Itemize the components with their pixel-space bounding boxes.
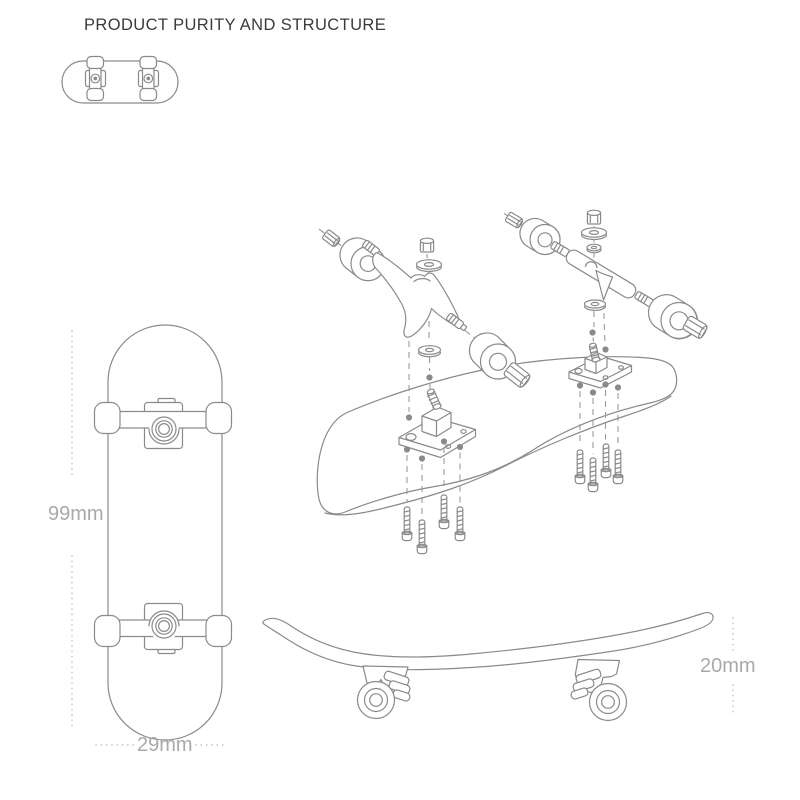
side-rear-truck [570, 658, 628, 722]
axle-nut-icon [322, 229, 341, 247]
wheel [339, 237, 386, 282]
side-front-truck [356, 665, 411, 720]
side-view-figure [262, 612, 714, 722]
height-dimension-label: 20mm [700, 655, 756, 677]
wheel [93, 614, 121, 648]
exploded-deck [316, 356, 678, 515]
axle-nut-icon [504, 211, 524, 229]
wheel [588, 682, 628, 722]
axle-hex-icon [682, 315, 708, 339]
rear-baseplate [568, 342, 633, 389]
truck-hanger [550, 241, 658, 309]
front-mount-screws [401, 494, 466, 555]
front-baseplate [398, 388, 477, 459]
width-dimension-label: 29mm [137, 734, 193, 756]
wheel [93, 401, 121, 435]
rear-truck-assembly [503, 209, 708, 340]
axle-hex-icon [503, 362, 531, 388]
thumb-wheel-icon [86, 55, 105, 70]
side-deck-profile [262, 612, 714, 671]
wheel [356, 680, 396, 720]
rear-mount-screws [574, 443, 624, 493]
fingerboard-thumbnail-icon [61, 55, 179, 104]
deck-outline [107, 324, 223, 741]
top-view-figure [93, 324, 233, 741]
kingpin-nut-stack [580, 209, 608, 258]
wheel [647, 294, 708, 340]
page-title: PRODUCT PURITY AND STRUCTURE [84, 16, 387, 34]
front-kingpin [426, 388, 442, 410]
top-view-rear-truck [93, 602, 233, 655]
front-truck-assembly [318, 228, 531, 388]
wheel [468, 332, 531, 388]
rear-kingpin [588, 342, 601, 363]
exploded-view-figure [316, 209, 708, 555]
length-dimension-label: 99mm [48, 503, 104, 525]
wheel [205, 401, 233, 435]
top-view-front-truck [93, 397, 233, 450]
wheel [205, 614, 233, 648]
truck-hanger [362, 239, 468, 338]
